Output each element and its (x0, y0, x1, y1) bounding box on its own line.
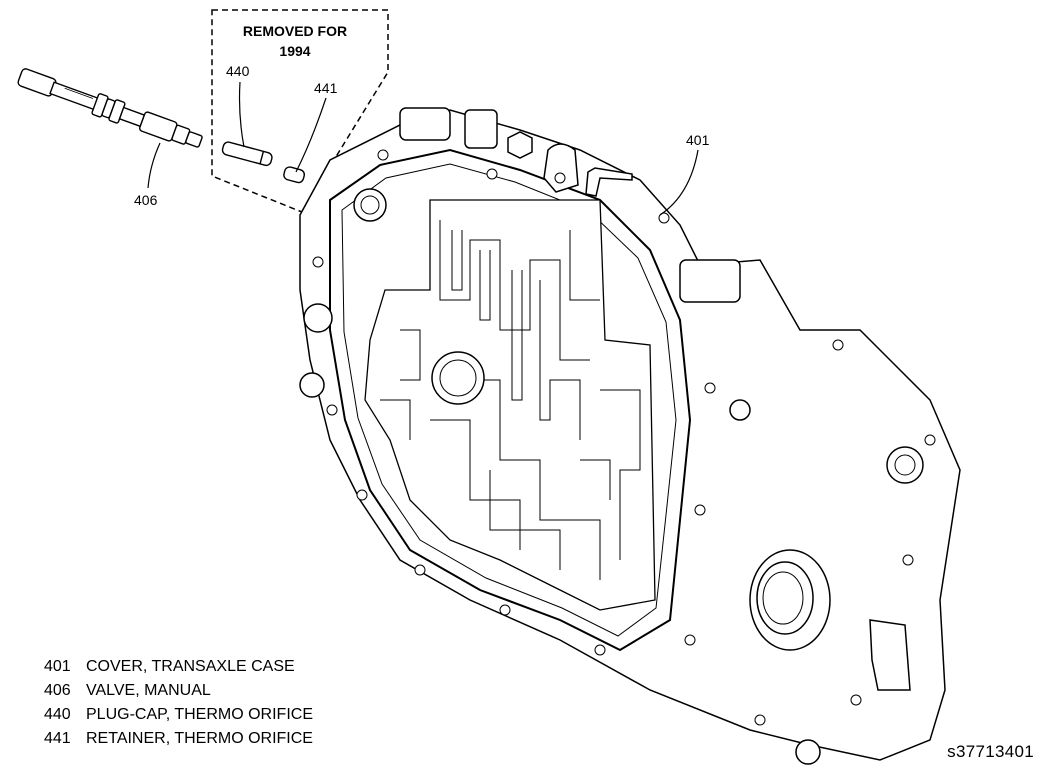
plug-cap-part (221, 141, 273, 167)
legend-part-name: COVER, TRANSAXLE CASE (86, 658, 295, 675)
legend-row: 441 RETAINER, THERMO ORIFICE (44, 727, 313, 751)
callout-441: 441 (314, 80, 338, 96)
legend-part-number: 401 (44, 658, 71, 675)
legend-part-number: 440 (44, 706, 71, 723)
legend-part-name: VALVE, MANUAL (86, 682, 211, 699)
removed-box-title-line1: REMOVED FOR (243, 23, 347, 39)
manual-valve-part (17, 68, 203, 148)
parts-legend: 401 COVER, TRANSAXLE CASE 406 VALVE, MANUA… (44, 655, 313, 751)
legend-row: 401 COVER, TRANSAXLE CASE (44, 655, 313, 679)
legend-row: 406 VALVE, MANUAL (44, 679, 313, 703)
legend-part-name: PLUG-CAP, THERMO ORIFICE (86, 706, 313, 723)
removed-for-1994-box: REMOVED FOR 1994 (211, 9, 389, 213)
callout-406: 406 (134, 192, 158, 208)
transaxle-case-cover (299, 107, 961, 765)
legend-part-number: 441 (44, 730, 71, 747)
legend-part-number: 406 (44, 682, 71, 699)
callout-401: 401 (686, 132, 710, 148)
leader-lines (147, 81, 699, 216)
legend-part-name: RETAINER, THERMO ORIFICE (86, 730, 313, 747)
removed-box-title-line2: 1994 (279, 43, 310, 59)
callout-440: 440 (226, 63, 250, 79)
retainer-part (283, 166, 306, 184)
figure-id: s37713401 (947, 742, 1034, 761)
legend-row: 440 PLUG-CAP, THERMO ORIFICE (44, 703, 313, 727)
